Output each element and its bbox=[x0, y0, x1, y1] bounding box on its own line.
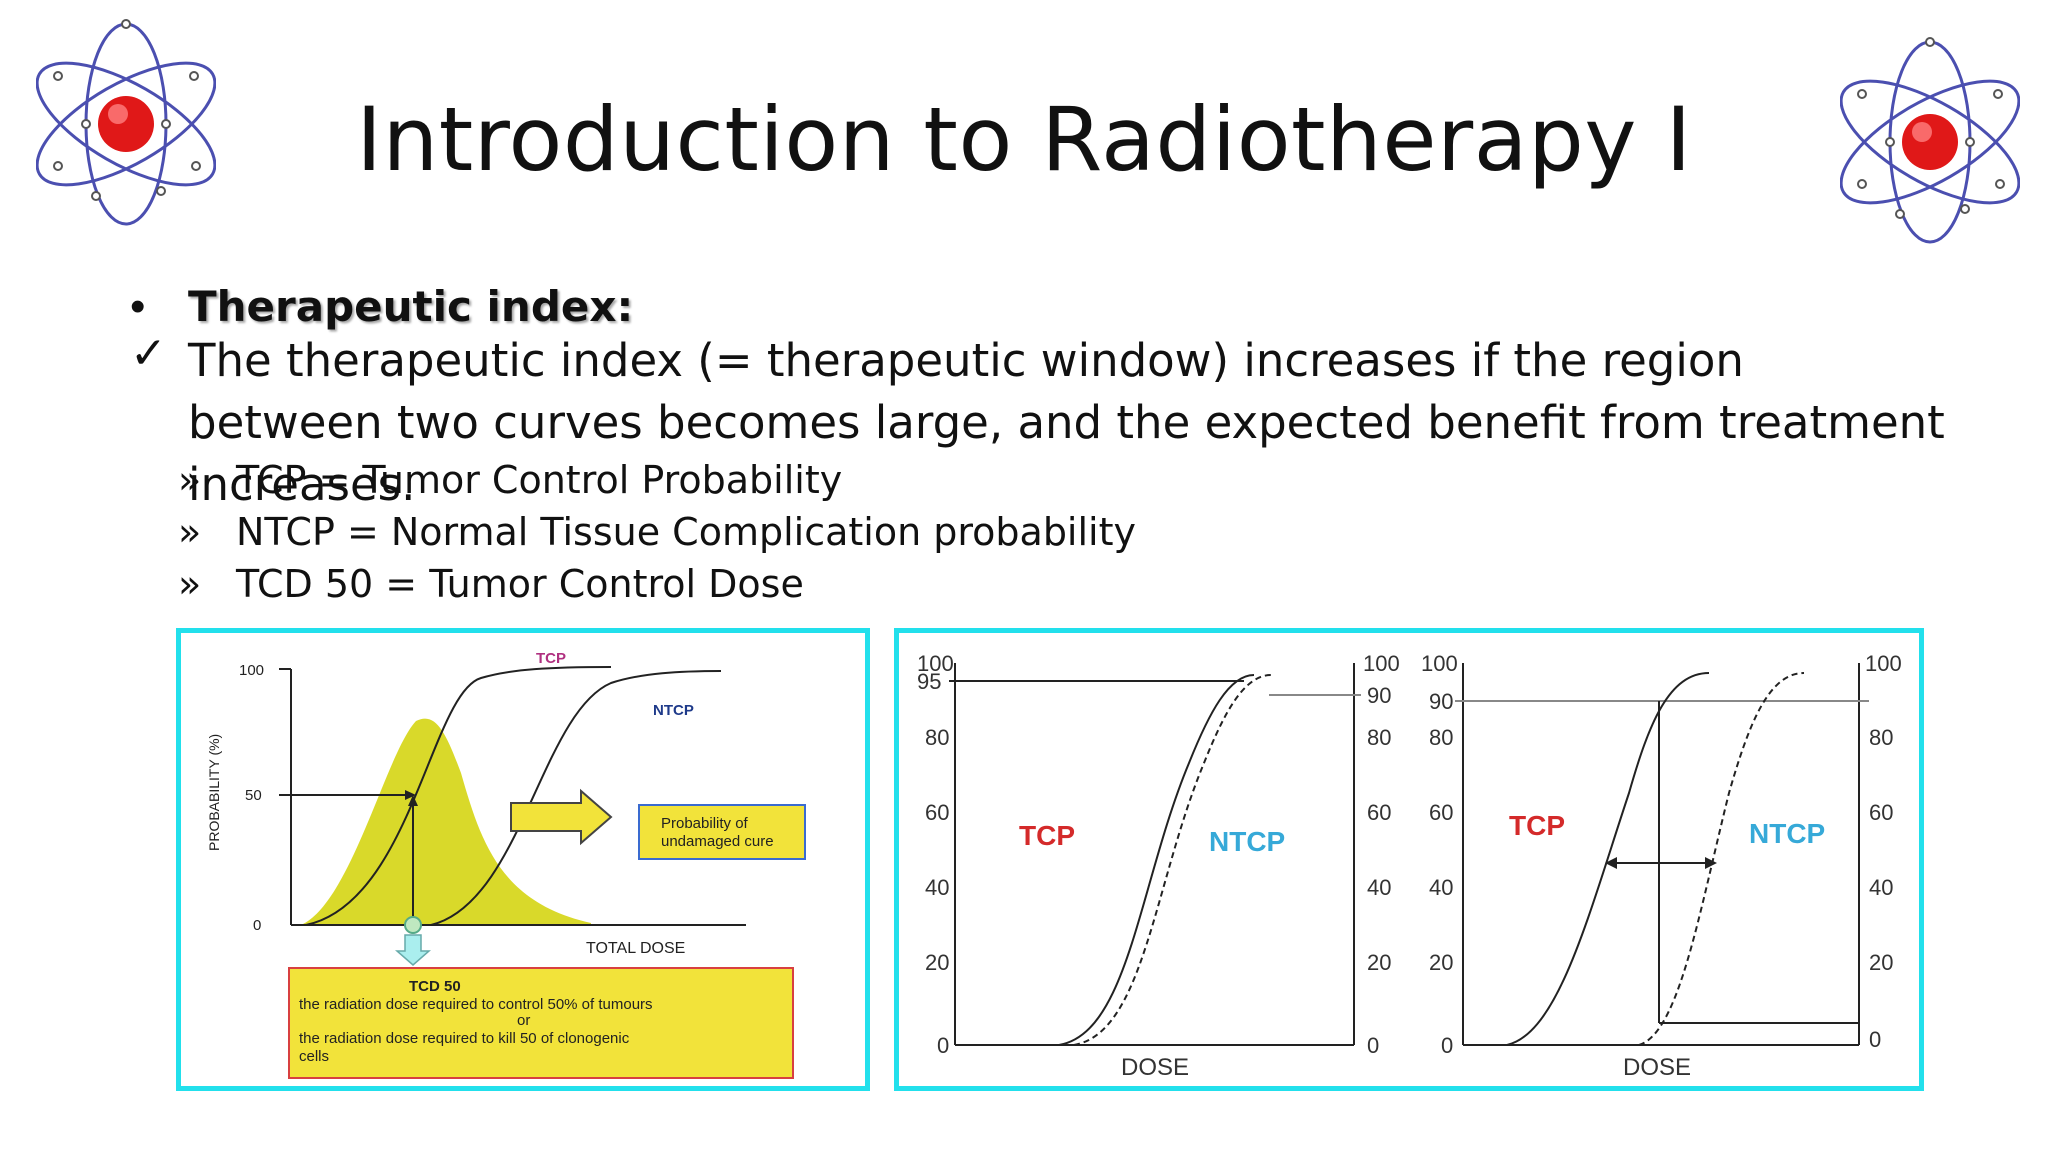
dose-response-chart-1: 100 95 80 60 40 20 0 100 90 80 60 40 20 … bbox=[917, 651, 1400, 1081]
down-arrow-icon bbox=[395, 934, 431, 966]
ntcp-label: NTCP bbox=[1209, 826, 1285, 857]
right-tick-label: 40 bbox=[1367, 875, 1391, 900]
tcd50-line3: cells bbox=[299, 1048, 329, 1065]
section-heading: Therapeutic index: bbox=[188, 282, 634, 331]
left-figure-panel: 100 50 0 PROBABILITY (%) TOTAL DOSE TCP … bbox=[176, 628, 870, 1091]
list-item-text: NTCP = Normal Tissue Complication probab… bbox=[236, 510, 1136, 554]
right-tick-label: 40 bbox=[1869, 875, 1893, 900]
right-figure-panel: 100 95 80 60 40 20 0 100 90 80 60 40 20 … bbox=[894, 628, 1924, 1091]
x-axis-label: DOSE bbox=[1623, 1054, 1691, 1081]
ntcp-label: NTCP bbox=[1749, 818, 1825, 849]
left-tick-label: 20 bbox=[925, 950, 949, 975]
left-tick-label: 100 bbox=[1421, 651, 1458, 676]
right-tick-label: 80 bbox=[1367, 725, 1391, 750]
left-tick-label: 60 bbox=[925, 800, 949, 825]
slide-title: Introduction to Radiotherapy I bbox=[356, 88, 1692, 191]
right-tick-label: 90 bbox=[1367, 683, 1391, 708]
check-icon: ✓ bbox=[130, 329, 167, 378]
left-tick-label: 0 bbox=[1441, 1033, 1453, 1058]
chevron-icon: » bbox=[178, 458, 202, 502]
list-item-text: TCD 50 = Tumor Control Dose bbox=[236, 562, 804, 606]
right-tick-label: 100 bbox=[1865, 651, 1902, 676]
tcd50-title: TCD 50 bbox=[409, 978, 461, 995]
tcp-label: TCP bbox=[1509, 810, 1565, 841]
chevron-icon: » bbox=[178, 562, 202, 606]
y-tick-label: 0 bbox=[253, 917, 261, 934]
right-tick-label: 20 bbox=[1869, 950, 1893, 975]
heading-bullet: • Therapeutic index: bbox=[130, 282, 633, 331]
dose-response-chart-2: 100 90 80 60 40 20 0 100 80 60 40 20 0 D… bbox=[1421, 651, 1902, 1081]
probability-box-line2: undamaged cure bbox=[661, 833, 774, 850]
y-tick-label: 50 bbox=[245, 787, 262, 804]
left-tick-label: 60 bbox=[1429, 800, 1453, 825]
tcd50-or: or bbox=[517, 1012, 530, 1029]
description-paragraph: The therapeutic index (= therapeutic win… bbox=[188, 334, 1945, 511]
y-tick-label: 100 bbox=[239, 662, 264, 679]
tcp-curve bbox=[1058, 674, 1255, 1046]
x-axis-label: DOSE bbox=[1121, 1054, 1189, 1081]
tcp-label: TCP bbox=[1019, 820, 1075, 851]
left-tick-label: 90 bbox=[1429, 689, 1453, 714]
list-item: » TCP = Tumor Control Probability bbox=[178, 458, 842, 502]
x-axis-label: TOTAL DOSE bbox=[586, 940, 685, 957]
right-tick-label: 0 bbox=[1869, 1027, 1881, 1052]
right-tick-label: 20 bbox=[1367, 950, 1391, 975]
left-tick-label: 40 bbox=[925, 875, 949, 900]
ntcp-label: NTCP bbox=[653, 702, 694, 719]
bullet-icon: • bbox=[130, 282, 146, 331]
left-tick-label: 0 bbox=[937, 1033, 949, 1058]
tcp-ntcp-diagram: 100 50 0 PROBABILITY (%) TOTAL DOSE TCP … bbox=[206, 650, 806, 1079]
tcd50-line2: the radiation dose required to kill 50 o… bbox=[299, 1030, 630, 1047]
list-item-text: TCP = Tumor Control Probability bbox=[236, 458, 843, 502]
left-tick-label: 40 bbox=[1429, 875, 1453, 900]
left-tick-label: 80 bbox=[925, 725, 949, 750]
right-tick-label: 60 bbox=[1367, 800, 1391, 825]
y-axis-label: PROBABILITY (%) bbox=[206, 734, 222, 851]
probability-box bbox=[638, 804, 806, 860]
atom-icon bbox=[36, 19, 216, 226]
right-tick-label: 0 bbox=[1367, 1033, 1379, 1058]
left-tick-label: 100 bbox=[917, 651, 954, 676]
ntcp-curve bbox=[1638, 672, 1805, 1046]
tcp-curve bbox=[305, 666, 612, 926]
therapeutic-window-diagram: 100 95 80 60 40 20 0 100 90 80 60 40 20 … bbox=[917, 651, 1902, 1081]
tcp-label: TCP bbox=[536, 650, 566, 667]
left-tick-label: 20 bbox=[1429, 950, 1453, 975]
ntcp-curve bbox=[1073, 674, 1272, 1046]
chevron-icon: » bbox=[178, 510, 202, 554]
ntcp-curve bbox=[430, 670, 722, 926]
right-tick-label: 100 bbox=[1363, 651, 1400, 676]
right-tick-label: 80 bbox=[1869, 725, 1893, 750]
left-tick-label: 80 bbox=[1429, 725, 1453, 750]
right-arrow-icon bbox=[510, 788, 613, 846]
probability-box-line1: Probability of bbox=[661, 815, 749, 832]
tcd50-line1: the radiation dose required to control 5… bbox=[299, 996, 653, 1013]
undamaged-cure-area bbox=[301, 718, 591, 925]
list-item: » TCD 50 = Tumor Control Dose bbox=[178, 562, 804, 606]
right-tick-label: 60 bbox=[1869, 800, 1893, 825]
tcd50-callout bbox=[288, 967, 794, 1079]
atom-icon bbox=[1840, 37, 2020, 244]
left-tick-label: 95 bbox=[917, 669, 941, 694]
tcp-curve bbox=[1506, 672, 1710, 1046]
list-item: » NTCP = Normal Tissue Complication proba… bbox=[178, 510, 1136, 554]
